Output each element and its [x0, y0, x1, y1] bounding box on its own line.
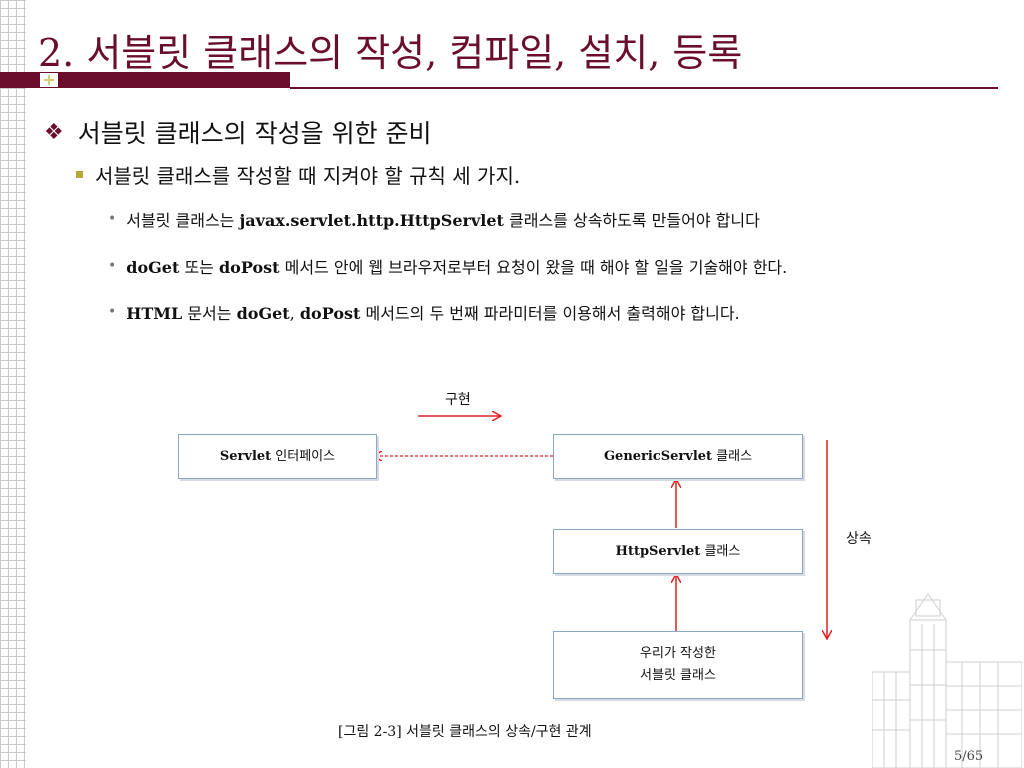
servlet-interface-name: Servlet	[219, 448, 272, 464]
rule-item-1: • 서블릿 클래스는 javax.servlet.http.HttpServle…	[108, 207, 760, 231]
rule-item-3: • HTML 문서는 doGet, doPost 메서드의 두 번째 파라미터를…	[108, 300, 740, 324]
rule-3-text: HTML 문서는 doGet, doPost 메서드의 두 번째 파라미터를 이…	[126, 304, 740, 323]
page-number: 5/65	[954, 749, 984, 764]
rule-item-2: • doGet 또는 doPost 메서드 안에 웹 브라우저로부터 요청이 왔…	[108, 254, 787, 278]
slide-title: 2. 서블릿 클래스의 작성, 컴파일, 설치, 등록	[38, 31, 743, 75]
servlet-interface-box: Servlet 인터페이스	[178, 434, 377, 479]
inherit-label: 상속	[846, 531, 872, 547]
square-bullet-icon	[76, 171, 83, 178]
building-sketch-icon	[872, 593, 1022, 768]
user-servlet-line1: 우리가 작성한	[640, 646, 716, 661]
generic-servlet-box: GenericServlet 클래스	[553, 434, 803, 479]
bullet-level2-text: 서블릿 클래스를 작성할 때 지켜야 할 규칙 세 가지.	[95, 164, 521, 188]
generic-servlet-name: GenericServlet	[603, 448, 713, 464]
diamond-bullet-icon: ❖	[44, 119, 64, 145]
title-accent-bar	[0, 72, 290, 88]
http-servlet-name: HttpServlet	[615, 543, 701, 559]
grid-decoration	[0, 0, 26, 768]
title-underline	[290, 87, 998, 89]
implements-label: 구현	[445, 392, 471, 408]
bullet-level1: ❖ 서블릿 클래스의 작성을 위한 준비	[44, 114, 432, 150]
dot-bullet-icon: •	[108, 258, 117, 274]
rule-2-text: doGet 또는 doPost 메서드 안에 웹 브라우저로부터 요청이 왔을 …	[126, 258, 788, 277]
figure-caption: [그림 2-3] 서블릿 클래스의 상속/구현 관계	[338, 724, 592, 740]
bullet-level2: 서블릿 클래스를 작성할 때 지켜야 할 규칙 세 가지.	[76, 160, 520, 189]
title-cross-icon	[40, 73, 58, 87]
bullet-level1-text: 서블릿 클래스의 작성을 위한 준비	[77, 119, 432, 148]
dot-bullet-icon: •	[108, 304, 117, 320]
http-servlet-box: HttpServlet 클래스	[553, 529, 803, 574]
user-servlet-line2: 서블릿 클래스	[640, 668, 716, 683]
rule-1-text: 서블릿 클래스는 javax.servlet.http.HttpServlet …	[126, 211, 760, 230]
dot-bullet-icon: •	[108, 211, 117, 227]
